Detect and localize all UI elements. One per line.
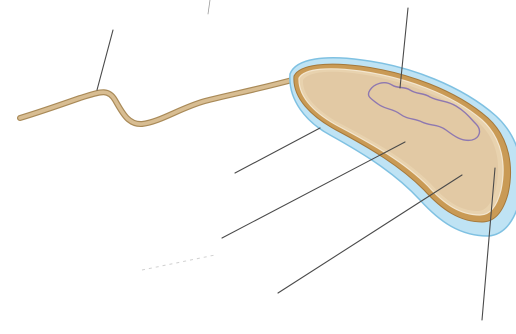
scan-artifact xyxy=(142,255,215,270)
leader-line-cytoplasm xyxy=(235,128,320,173)
flagellum xyxy=(20,79,296,124)
leader-line-outer-layer xyxy=(208,0,210,14)
cytoplasm xyxy=(303,72,498,211)
leader-line-capsule xyxy=(222,142,405,238)
leader-line-flagellum xyxy=(97,30,113,90)
leader-line-cell-wall xyxy=(278,175,462,293)
flagellum-outline xyxy=(20,79,296,124)
